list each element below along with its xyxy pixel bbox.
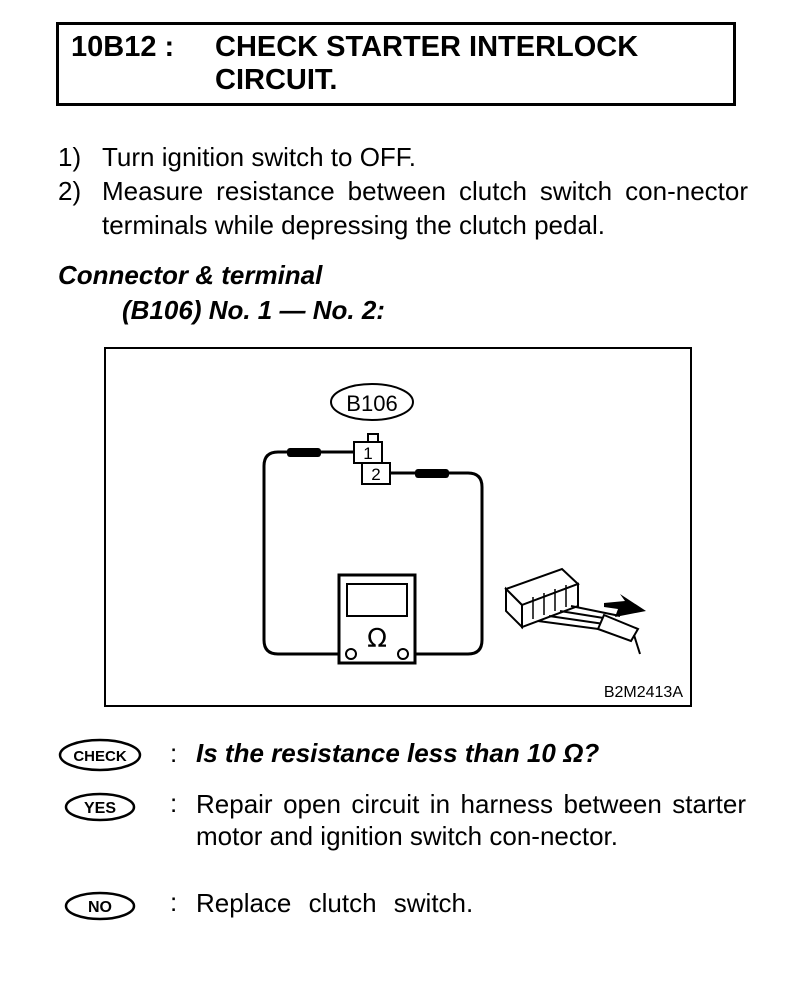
check-badge-label: CHECK bbox=[73, 748, 127, 765]
connector-label: B106 bbox=[346, 391, 397, 416]
meter-terminal-left bbox=[345, 648, 357, 660]
section-header: 10B12 : CHECK STARTER INTERLOCK CIRCUIT. bbox=[56, 22, 736, 106]
terminal-1-label: 1 bbox=[363, 444, 372, 463]
yes-action: Repair open circuit in harness between s… bbox=[196, 789, 746, 851]
step-1: 1) Turn ignition switch to OFF. bbox=[58, 140, 748, 174]
connector-latch bbox=[367, 433, 379, 443]
step-text: Turn ignition switch to OFF. bbox=[102, 142, 417, 172]
meter-terminal-right bbox=[397, 648, 409, 660]
procedure-steps: 1) Turn ignition switch to OFF. 2) Measu… bbox=[58, 140, 748, 242]
section-code: 10B12 : bbox=[71, 31, 175, 63]
check-colon: : bbox=[170, 738, 178, 768]
check-question: Is the resistance less than 10 Ω? bbox=[196, 738, 600, 768]
yes-badge: YES bbox=[64, 792, 136, 822]
arrow-icon bbox=[604, 594, 646, 617]
no-badge: NO bbox=[64, 891, 136, 921]
probe-tip-2 bbox=[415, 469, 449, 478]
step-2: 2) Measure resistance between clutch swi… bbox=[58, 174, 748, 242]
yes-badge-label: YES bbox=[84, 800, 116, 817]
step-number: 2) bbox=[58, 176, 82, 206]
yes-colon: : bbox=[170, 788, 178, 818]
probe-tip-1 bbox=[287, 448, 321, 457]
step-number: 1) bbox=[58, 142, 82, 172]
terminal-2-label: 2 bbox=[371, 465, 380, 484]
no-badge-label: NO bbox=[88, 899, 112, 916]
no-action: Replace clutch switch. bbox=[196, 888, 474, 918]
connector-terminals: (B106) No. 1 — No. 2: bbox=[122, 295, 385, 325]
connector-label-ellipse bbox=[330, 383, 414, 421]
no-colon: : bbox=[170, 887, 178, 917]
connector-heading: Connector & terminal bbox=[58, 260, 323, 290]
ohmmeter-display bbox=[346, 583, 408, 617]
check-badge: CHECK bbox=[58, 738, 142, 772]
ohm-symbol: Ω bbox=[367, 624, 387, 654]
probe-lead-1 bbox=[262, 450, 354, 656]
wiring-figure: B106 1 2 Ω bbox=[104, 347, 692, 707]
probe-lead-2 bbox=[390, 471, 484, 656]
figure-diagram: B106 1 2 Ω bbox=[262, 383, 683, 701]
section-title: CHECK STARTER INTERLOCK CIRCUIT. bbox=[215, 31, 639, 96]
figure-code: B2M2413A bbox=[604, 684, 683, 701]
connector-illustration bbox=[504, 567, 646, 655]
step-text: Measure resistance between clutch switch… bbox=[102, 176, 748, 240]
